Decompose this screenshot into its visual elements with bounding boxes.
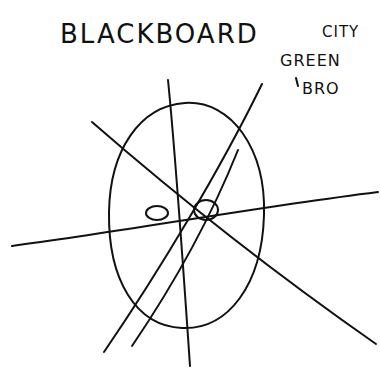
note-label: GREEN: [280, 52, 341, 70]
center-loop: [146, 206, 168, 220]
oval-outline: [109, 103, 264, 328]
diagonal-line: [132, 150, 238, 346]
note-label: CITY: [322, 24, 359, 41]
tick-mark: [296, 78, 298, 86]
diagonal-line: [92, 122, 376, 344]
title-text: BLACKBOARD: [60, 20, 259, 49]
note-label: BRO: [302, 80, 340, 98]
diagonal-line: [104, 84, 262, 352]
horizontal-line: [12, 192, 378, 246]
center-loop: [194, 200, 218, 220]
